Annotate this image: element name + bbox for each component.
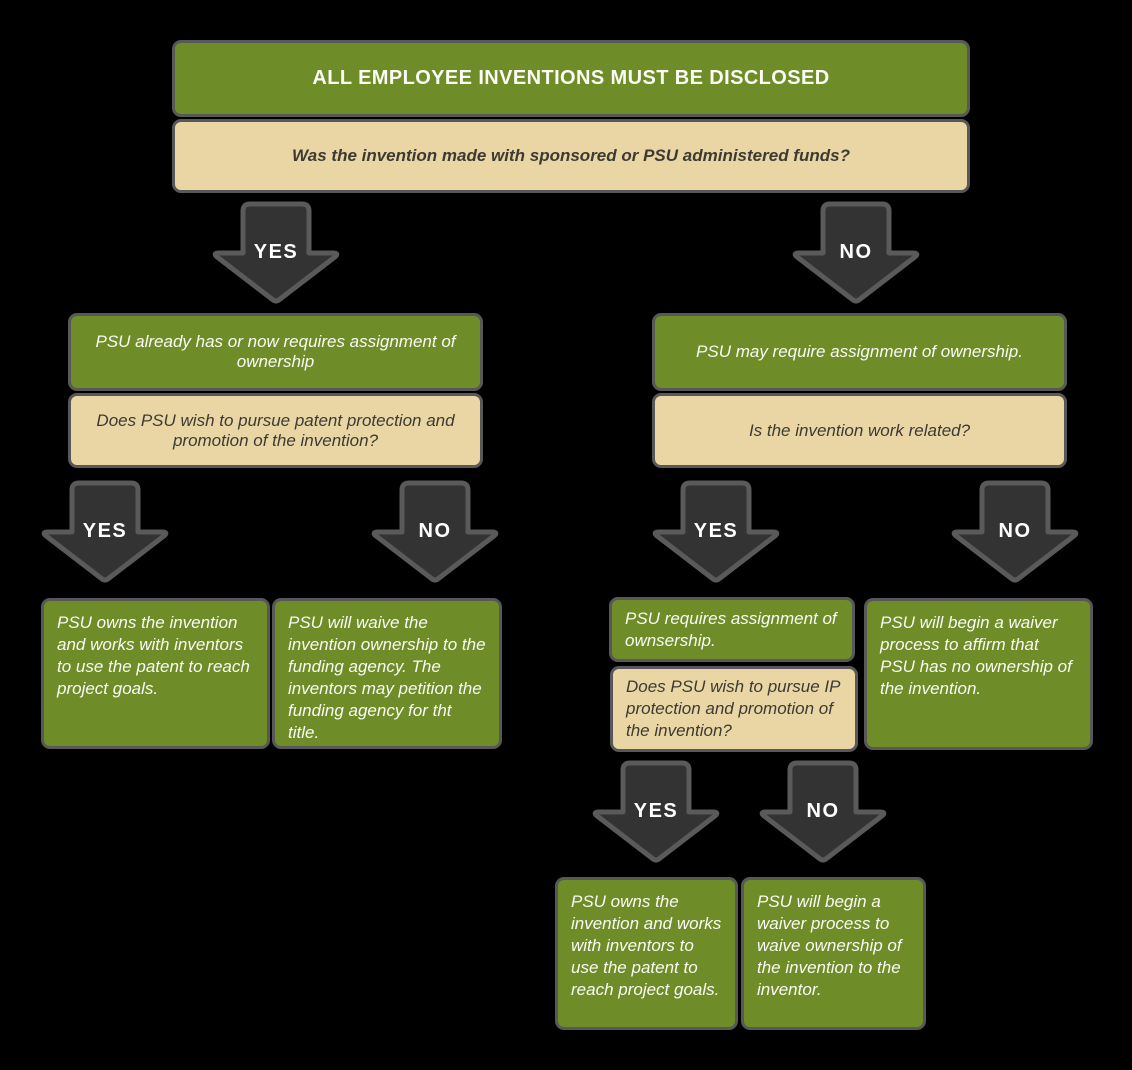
arrow-label: YES (82, 520, 128, 543)
right-statement-box: PSU may require assignment of ownership. (652, 313, 1067, 391)
down-arrow-icon (592, 760, 720, 863)
outcome-left-yes-box: PSU owns the invention and works with in… (41, 598, 270, 749)
title-text: ALL EMPLOYEE INVENTIONS MUST BE DISCLOSE… (312, 67, 830, 89)
arrow-label: NO (806, 800, 840, 823)
outcome-left-no-text: PSU will waive the invention ownership t… (288, 613, 486, 742)
down-arrow-icon (41, 480, 169, 583)
root-question-text: Was the invention made with sponsored or… (292, 146, 850, 165)
outcome-ip-no-text: PSU will begin a waiver process to waive… (757, 892, 902, 999)
arrow-label: YES (253, 241, 299, 264)
left-statement-box: PSU already has or now requires assignme… (68, 313, 483, 391)
down-arrow-icon (371, 480, 499, 583)
outcome-right-no-text: PSU will begin a waiver process to affir… (880, 613, 1072, 698)
arrow-right-no: NO (950, 480, 1080, 584)
outcome-right-no-box: PSU will begin a waiver process to affir… (864, 598, 1093, 750)
down-arrow-icon (212, 201, 340, 304)
arrow-label: NO (998, 520, 1032, 543)
down-arrow-icon (652, 480, 780, 583)
outcome-ip-no-box: PSU will begin a waiver process to waive… (741, 877, 926, 1030)
arrow-left-no: NO (370, 480, 500, 584)
outcome-ip-yes-box: PSU owns the invention and works with in… (555, 877, 738, 1030)
arrow-root-no: NO (791, 201, 921, 305)
outcome-left-yes-text: PSU owns the invention and works with in… (57, 613, 250, 698)
right-yes-question-box: Does PSU wish to pursue IP protection an… (610, 666, 858, 752)
left-statement-text: PSU already has or now requires assignme… (95, 332, 456, 371)
down-arrow-icon (759, 760, 887, 863)
arrow-label: YES (633, 800, 679, 823)
arrow-label: NO (839, 241, 873, 264)
down-arrow-icon (951, 480, 1079, 583)
arrow-label: NO (418, 520, 452, 543)
outcome-left-no-box: PSU will waive the invention ownership t… (272, 598, 502, 749)
right-yes-statement-text: PSU requires assignment of ownsership. (625, 608, 837, 650)
left-question-text: Does PSU wish to pursue patent protectio… (96, 410, 455, 450)
right-question-box: Is the invention work related? (652, 393, 1067, 468)
title-box: ALL EMPLOYEE INVENTIONS MUST BE DISCLOSE… (172, 40, 970, 117)
left-question-box: Does PSU wish to pursue patent protectio… (68, 393, 483, 468)
arrow-left-yes: YES (40, 480, 170, 584)
right-question-text: Is the invention work related? (748, 420, 971, 440)
right-yes-question-text: Does PSU wish to pursue IP protection an… (626, 677, 840, 740)
arrow-ip-yes: YES (591, 760, 721, 864)
arrow-right-yes: YES (651, 480, 781, 584)
arrow-label: YES (693, 520, 739, 543)
right-yes-statement-box: PSU requires assignment of ownsership. (609, 597, 855, 662)
down-arrow-icon (792, 201, 920, 304)
right-statement-text: PSU may require assignment of ownership. (696, 342, 1023, 361)
root-question-box: Was the invention made with sponsored or… (172, 119, 970, 193)
outcome-ip-yes-text: PSU owns the invention and works with in… (571, 892, 722, 999)
arrow-root-yes: YES (211, 201, 341, 305)
arrow-ip-no: NO (758, 760, 888, 864)
